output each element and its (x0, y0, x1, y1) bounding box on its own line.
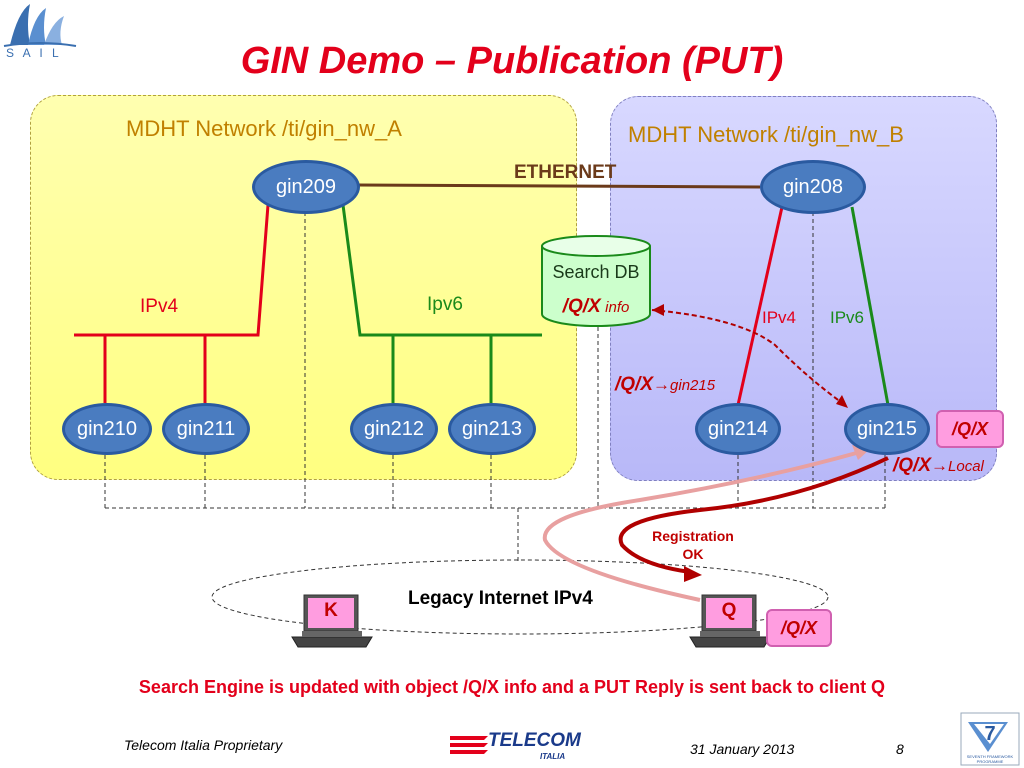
ipv6-b-line (850, 206, 890, 406)
ethernet-line (357, 183, 761, 189)
arrow-right-icon: → (653, 375, 671, 394)
laptop-q-icon[interactable] (688, 593, 772, 649)
footer-proprietary: Telecom Italia Proprietary (124, 737, 283, 753)
node-gin208[interactable]: gin208 (760, 160, 866, 214)
qx-box-client-q: /Q/X (766, 609, 832, 647)
search-db-object-info: info (605, 299, 630, 316)
fp7-logo-icon: 7 (960, 712, 1020, 766)
ipv4-a-label: IPv4 (140, 296, 179, 317)
ipv6-b-label: IPv6 (830, 308, 865, 327)
footer-date: 31 January 2013 (690, 741, 795, 757)
footer-page-number: 8 (896, 741, 904, 757)
qx-local-obj: /Q/X (893, 455, 932, 476)
sail-logo (3, 4, 77, 47)
node-gin209[interactable]: gin209 (252, 160, 360, 214)
legacy-ellipse (211, 559, 829, 635)
ipv6-a-line (341, 204, 542, 337)
search-db-label: Search DB (552, 262, 640, 282)
network-a-title: MDHT Network /ti/gin_nw_A (126, 116, 402, 141)
node-gin215[interactable]: gin215 (844, 403, 930, 455)
page-title: GIN Demo – Publication (PUT) (240, 40, 784, 82)
qx-local-target: Local (948, 458, 984, 475)
db-update-arrow (651, 309, 846, 406)
database-icon (541, 235, 651, 327)
arrow-right-icon: → (931, 456, 949, 475)
reply-arrow (618, 456, 889, 574)
client-k-label: K (324, 600, 338, 621)
sail-logo-text: S A I L (6, 46, 62, 60)
ipv6-a-label: Ipv6 (427, 294, 463, 315)
telecom-logo-text: TELECOM (488, 730, 581, 751)
laptop-k-icon[interactable] (290, 593, 374, 649)
network-b-title: MDHT Network /ti/gin_nw_B (628, 122, 904, 147)
qx-box-gin215: /Q/X (936, 410, 1004, 448)
ipv4-a-line (74, 204, 270, 337)
telecom-logo-icon (450, 736, 488, 754)
qx-to-gin215-target: gin215 (670, 377, 716, 394)
fp7-logo-text: SEVENTH FRAMEWORK PROGRAMME (966, 754, 1014, 764)
qx-local-label: /Q/X→Local (893, 455, 984, 477)
node-gin212[interactable]: gin212 (350, 403, 438, 455)
registration-line2: OK (682, 546, 704, 562)
node-gin214[interactable]: gin214 (695, 403, 781, 455)
registration-line1: Registration (652, 528, 734, 544)
ipv4-b-label: IPv4 (762, 308, 797, 327)
node-gin211[interactable]: gin211 (162, 403, 250, 455)
qx-to-gin215-obj: /Q/X (615, 374, 654, 395)
legacy-internet-label: Legacy Internet IPv4 (408, 588, 593, 609)
pink-arrow (542, 450, 861, 602)
ipv4-b-line (736, 206, 784, 406)
ethernet-label: ETHERNET (514, 162, 617, 183)
registration-label: Registration OK (644, 527, 742, 563)
search-db-object: /Q/X info (540, 296, 652, 318)
search-db-object-path: /Q/X (562, 296, 601, 317)
client-q-label: Q (721, 600, 737, 621)
node-gin210[interactable]: gin210 (62, 403, 152, 455)
qx-to-gin215-label: /Q/X→gin215 (615, 374, 715, 396)
svg-text:7: 7 (984, 723, 995, 745)
telecom-logo-subtext: ITALIA (540, 752, 566, 761)
node-gin213[interactable]: gin213 (448, 403, 536, 455)
caption: Search Engine is updated with object /Q/… (138, 677, 886, 697)
